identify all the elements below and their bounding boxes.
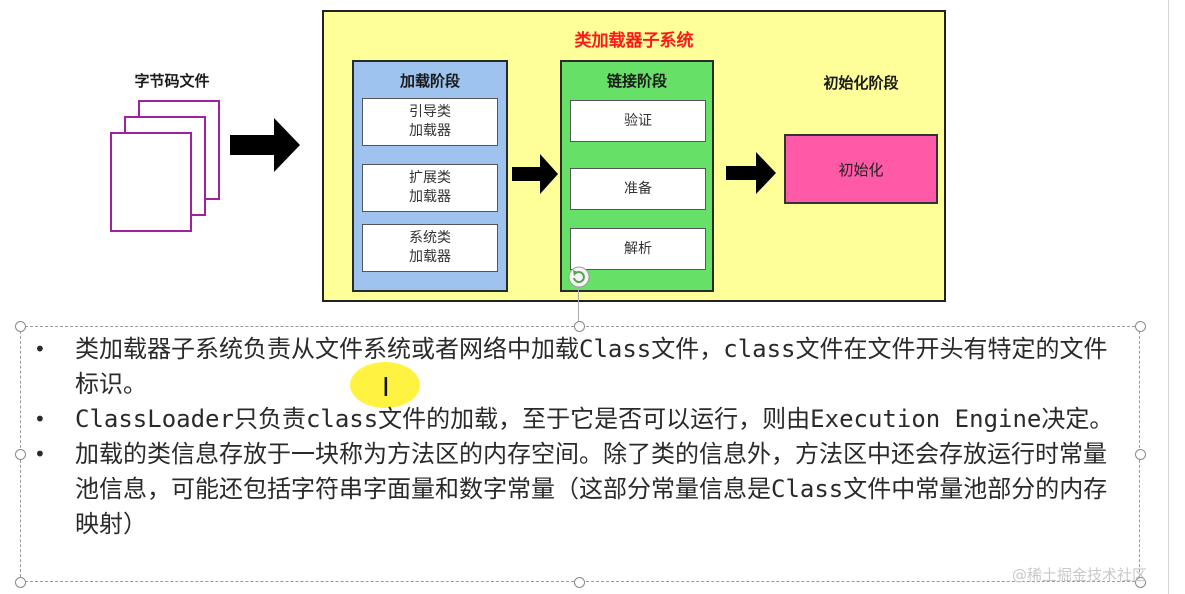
watermark: @稀土掘金技术社区 xyxy=(1012,566,1148,584)
prepare-box[interactable]: 准备 xyxy=(570,168,706,210)
bullet-dot: • xyxy=(34,442,46,466)
bullet-item: • 类加载器子系统负责从文件系统或者网络中加载Class文件，class文件在文… xyxy=(30,332,1130,402)
page-front xyxy=(110,132,192,232)
slide-edge xyxy=(1168,0,1169,594)
bullet-text: 类加载器子系统负责从文件系统或者网络中加载Class文件，class文件在文件开… xyxy=(75,335,1108,398)
resize-handle-bottom-right[interactable] xyxy=(1135,577,1146,588)
resize-handle-bottom[interactable] xyxy=(574,577,585,588)
resize-handle-right[interactable] xyxy=(1135,449,1146,460)
text-cursor-icon: I xyxy=(382,373,390,403)
class-loader-subsystem[interactable]: 类加载器子系统 加载阶段 引导类 加载器 扩展类 加载器 系统类 加载器 链接阶… xyxy=(322,10,946,302)
verify-box[interactable]: 验证 xyxy=(570,100,706,142)
right-arrow-icon xyxy=(512,154,558,194)
init-box[interactable]: 初始化 xyxy=(784,134,938,204)
bullet-text: 加载的类信息存放于一块称为方法区的内存空间。除了类的信息外，方法区中还会存放运行… xyxy=(75,440,1108,538)
linking-stage-title: 链接阶段 xyxy=(606,72,667,90)
cursor-highlight xyxy=(350,362,420,408)
system-loader-box[interactable]: 系统类 加载器 xyxy=(362,224,498,272)
extension-loader-box[interactable]: 扩展类 加载器 xyxy=(362,164,498,212)
init-stage-title: 初始化阶段 xyxy=(823,74,899,92)
right-arrow-icon xyxy=(726,152,776,194)
subsystem-title: 类加载器子系统 xyxy=(574,31,694,51)
bytecode-label: 字节码文件 xyxy=(134,72,210,90)
bullet-text: ClassLoader只负责class文件的加载，至于它是否可以运行，则由Exe… xyxy=(75,405,1114,433)
resolve-box[interactable]: 解析 xyxy=(570,228,706,270)
resize-handle-left[interactable] xyxy=(15,449,26,460)
resize-handle-bottom-left[interactable] xyxy=(15,577,26,588)
bullet-dot: • xyxy=(34,407,46,431)
right-arrow-icon xyxy=(230,118,300,172)
loading-stage[interactable]: 加载阶段 引导类 加载器 扩展类 加载器 系统类 加载器 xyxy=(352,60,508,292)
resize-handle-top-right[interactable] xyxy=(1135,321,1146,332)
rotate-stem xyxy=(578,288,579,322)
bullet-list[interactable]: • 类加载器子系统负责从文件系统或者网络中加载Class文件，class文件在文… xyxy=(30,332,1130,542)
loading-stage-title: 加载阶段 xyxy=(399,72,460,90)
bullet-item: • ClassLoader只负责class文件的加载，至于它是否可以运行，则由E… xyxy=(30,402,1130,437)
rotate-handle-icon[interactable] xyxy=(568,266,590,288)
linking-stage[interactable]: 链接阶段 验证 准备 解析 xyxy=(560,60,714,292)
bullet-item: • 加载的类信息存放于一块称为方法区的内存空间。除了类的信息外，方法区中还会存放… xyxy=(30,437,1130,542)
bullet-dot: • xyxy=(34,337,46,361)
bootstrap-loader-box[interactable]: 引导类 加载器 xyxy=(362,98,498,146)
resize-handle-top[interactable] xyxy=(574,321,585,332)
resize-handle-top-left[interactable] xyxy=(15,321,26,332)
